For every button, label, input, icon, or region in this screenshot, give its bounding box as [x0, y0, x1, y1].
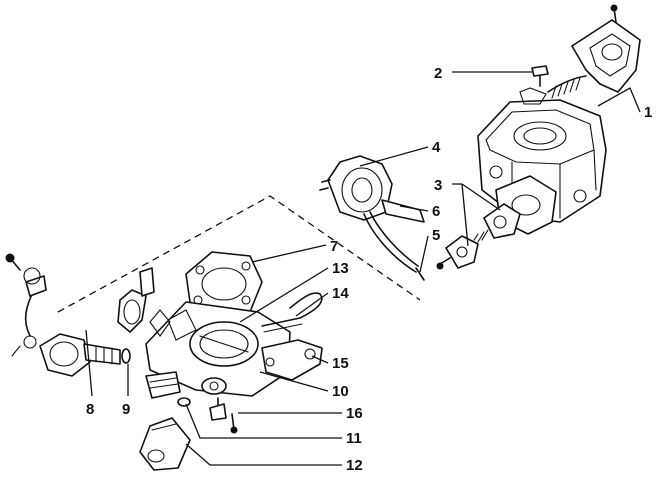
throttle-body — [117, 267, 323, 399]
callout-labels: 1 2 3 4 5 6 7 8 9 10 11 12 13 14 15 16 — [86, 65, 652, 474]
callout-label-16: 16 — [346, 405, 363, 422]
upper-housing-assembly — [477, 4, 641, 239]
callout-label-5: 5 — [432, 227, 440, 244]
callout-label-4: 4 — [432, 139, 441, 156]
callout-label-10: 10 — [332, 383, 349, 400]
callout-label-15: 15 — [332, 355, 349, 372]
assembly-guide-dashed-line — [57, 195, 421, 313]
leader-lines — [85, 71, 641, 466]
callout-label-7: 7 — [330, 238, 338, 255]
small-screw — [531, 65, 549, 87]
callout-label-2: 2 — [434, 65, 442, 82]
callout-label-9: 9 — [122, 401, 130, 418]
idle-actuator — [5, 253, 131, 377]
callout-label-11: 11 — [346, 430, 362, 447]
callout-label-6: 6 — [432, 203, 440, 220]
sensor-connector — [139, 397, 191, 471]
callout-label-12: 12 — [346, 457, 363, 474]
callout-label-1: 1 — [644, 104, 652, 121]
callout-label-3: 3 — [434, 177, 442, 194]
mounting-screws — [209, 397, 238, 434]
side-cover-with-spring — [436, 229, 489, 270]
callout-label-13: 13 — [332, 260, 349, 277]
callout-label-14: 14 — [332, 285, 349, 302]
gasket — [185, 251, 263, 319]
callout-label-8: 8 — [86, 401, 94, 418]
